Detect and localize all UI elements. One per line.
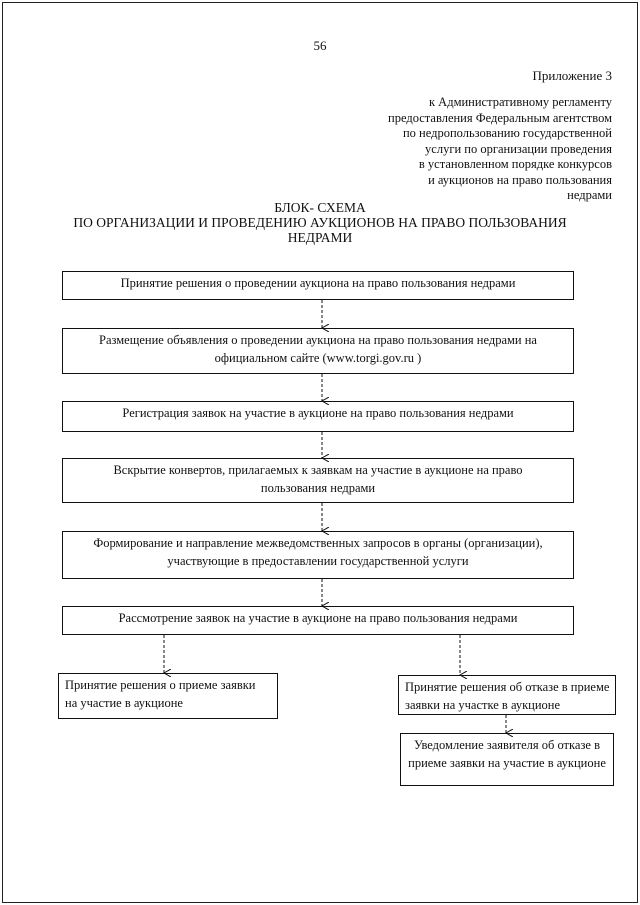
diagram-title-line-3: НЕДРАМИ [287,230,353,245]
page-number: 56 [313,38,327,53]
step-publish-announcement: Размещение объявления о проведении аукци… [62,328,574,374]
step-review-applications-text: Рассмотрение заявок на участие в аукцион… [118,611,518,625]
step-open-envelopes: Вскрытие конвертов, прилагаемых к заявка… [62,458,574,503]
step-interagency-requests-text: Формирование и направление межведомствен… [93,536,543,568]
appendix-label: Приложение 3 [532,68,612,83]
regulation-reference: к Административному регламенту предостав… [388,95,612,202]
step-reject-application: Принятие решения об отказе в приеме заяв… [398,675,616,715]
step-publish-announcement-text: Размещение объявления о проведении аукци… [99,333,537,365]
step-review-applications: Рассмотрение заявок на участие в аукцион… [62,606,574,635]
step-open-envelopes-text: Вскрытие конвертов, прилагаемых к заявка… [113,463,523,495]
step-decision-auction-text: Принятие решения о проведении аукциона н… [120,276,516,290]
step-register-applications: Регистрация заявок на участие в аукционе… [62,401,574,432]
step-notify-applicant-text: Уведомление заявителя об отказе в приеме… [408,738,606,770]
step-accept-application-text: Принятие решения о приеме заявки на учас… [65,678,256,710]
step-accept-application: Принятие решения о приеме заявки на учас… [58,673,278,719]
diagram-title-line-1: БЛОК- СХЕМА [274,200,366,215]
step-interagency-requests: Формирование и направление межведомствен… [62,531,574,579]
step-register-applications-text: Регистрация заявок на участие в аукционе… [122,406,514,420]
step-reject-application-text: Принятие решения об отказе в приеме заяв… [405,680,610,712]
diagram-title-line-2: ПО ОРГАНИЗАЦИИ И ПРОВЕДЕНИЮ АУКЦИОНОВ НА… [73,215,567,230]
step-decision-auction: Принятие решения о проведении аукциона н… [62,271,574,300]
step-notify-applicant: Уведомление заявителя об отказе в приеме… [400,733,614,786]
